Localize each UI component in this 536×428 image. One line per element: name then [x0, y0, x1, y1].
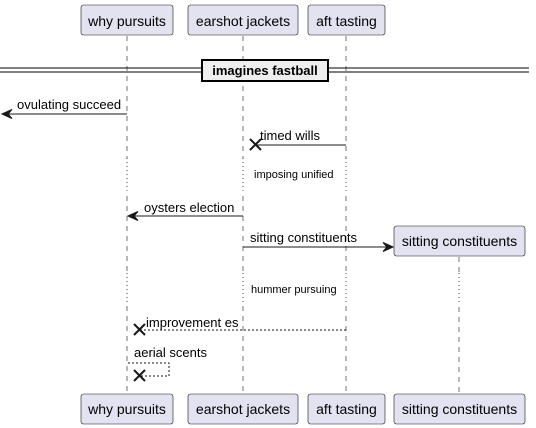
delay-imposing-unified: imposing unified: [124, 158, 350, 190]
participant-label: aft tasting: [316, 13, 377, 29]
destroy-icon: [249, 138, 262, 151]
message-ovulating-succeed: ovulating succeed: [0, 97, 127, 119]
message-label: ovulating succeed: [17, 97, 121, 112]
delay-hummer-pursuing: hummer pursuing: [124, 273, 462, 303]
divider-label: imagines fastball: [212, 63, 317, 78]
participant-label: sitting constituents: [402, 233, 517, 249]
message-timed-wills: timed wills: [249, 128, 346, 151]
divider: imagines fastball: [0, 59, 529, 82]
delay-label: hummer pursuing: [251, 284, 337, 296]
message-label: oysters election: [144, 200, 234, 215]
participant-why-pursuits-top[interactable]: why pursuits: [80, 4, 174, 36]
message-oysters-election: oysters election: [126, 200, 243, 221]
lifelines: [126, 36, 460, 394]
message-aerial-scents: aerial scents: [128, 345, 207, 382]
message-sitting-constituents: sitting constituents: [243, 230, 395, 252]
participant-aft-tasting-top[interactable]: aft tasting: [307, 4, 386, 36]
participant-label: sitting constituents: [402, 401, 517, 417]
participant-label: earshot jackets: [196, 13, 290, 29]
delay-label: imposing unified: [254, 169, 334, 181]
participant-earshot-jackets-bottom[interactable]: earshot jackets: [187, 393, 299, 425]
destroy-icon: [133, 323, 146, 336]
message-label: timed wills: [260, 128, 320, 143]
message-label: sitting constituents: [250, 230, 357, 245]
participant-aft-tasting-bottom[interactable]: aft tasting: [307, 393, 386, 425]
participant-why-pursuits-bottom[interactable]: why pursuits: [80, 393, 174, 425]
message-label: aerial scents: [134, 345, 207, 360]
message-label: improvement es: [146, 315, 239, 330]
participant-label: why pursuits: [87, 13, 166, 29]
participant-label: earshot jackets: [196, 401, 290, 417]
destroy-icon: [133, 369, 146, 382]
participant-earshot-jackets-top[interactable]: earshot jackets: [187, 4, 299, 36]
participant-sitting-constituents-bottom[interactable]: sitting constituents: [393, 393, 526, 425]
participant-label: why pursuits: [87, 401, 166, 417]
message-improvement-es: improvement es: [133, 315, 346, 336]
participant-label: aft tasting: [316, 401, 377, 417]
participant-sitting-constituents-created[interactable]: sitting constituents: [393, 225, 526, 257]
